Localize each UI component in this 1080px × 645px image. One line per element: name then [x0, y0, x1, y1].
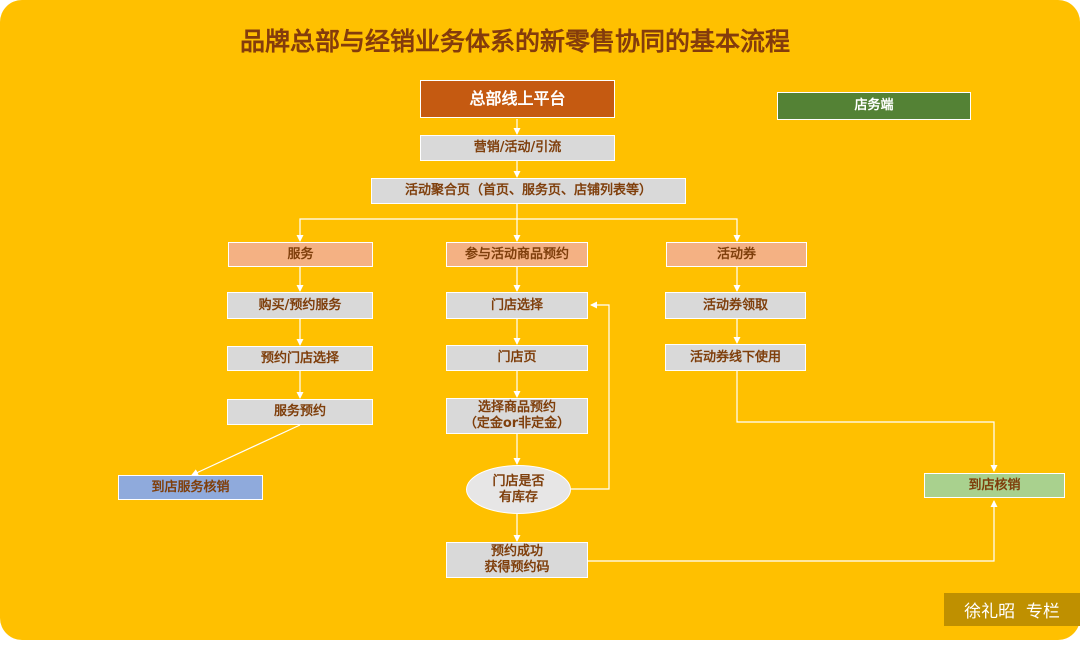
hq-platform-label: 总部线上平台	[469, 89, 566, 108]
store-page-label: 门店页	[497, 350, 537, 365]
diagram-title: 品牌总部与经销业务体系的新零售协同的基本流程	[239, 27, 790, 56]
aggregation-page-label: 活动聚合页（首页、服务页、店铺列表等）	[404, 183, 652, 198]
store-select-label: 门店选择	[490, 297, 543, 313]
coupon-step-label: 活动券线下使用	[689, 349, 781, 365]
service-step-label: 购买/预约服务	[258, 297, 342, 313]
coupon-step-label: 活动券领取	[702, 297, 768, 313]
stock-decision-label-2: 有库存	[498, 489, 538, 505]
service-step-node: 服务预约	[227, 399, 373, 425]
booking-success-label: 预约成功	[490, 544, 543, 559]
marketing-label: 营销/活动/引流	[473, 140, 562, 155]
coupon-step-node: 活动券领取	[665, 292, 806, 319]
booking-branch-head-label: 参与活动商品预约	[464, 246, 569, 262]
aggregation-page-node: 活动聚合页（首页、服务页、店铺列表等）	[371, 178, 686, 204]
booking-branch-head: 参与活动商品预约	[446, 242, 588, 267]
marketing-node: 营销/活动/引流	[420, 135, 615, 161]
arrow-service-to-end	[191, 424, 301, 476]
service-branch-head: 服务	[228, 242, 373, 267]
service-step-node: 预约门店选择	[227, 346, 373, 371]
author-column-badge: 徐礼昭 专栏	[944, 593, 1080, 626]
arrow-success-to-verify	[587, 500, 998, 562]
service-step-node: 购买/预约服务	[227, 292, 373, 319]
arrow-no-stock-loop	[570, 301, 610, 490]
booking-code-label: 获得预约码	[484, 560, 550, 575]
select-product-label: 选择商品预约	[477, 400, 556, 415]
branch-line-left	[296, 218, 517, 242]
author-column-label: 徐礼昭 专栏	[964, 602, 1060, 622]
store-verification-node: 到店核销	[924, 473, 1065, 498]
stock-decision-node: 门店是否 有库存	[466, 465, 571, 514]
store-page-node: 门店页	[446, 345, 588, 371]
arrow-coupon-to-verify	[736, 371, 998, 472]
service-step-label: 服务预约	[273, 404, 326, 419]
store-side-legend: 店务端	[777, 92, 971, 120]
service-verification-label: 到店服务核销	[151, 479, 230, 495]
coupon-branch-head-label: 活动券	[716, 246, 756, 262]
coupon-branch-head: 活动券	[666, 242, 807, 267]
select-product-node: 选择商品预约 （定金or非定金）	[446, 398, 588, 434]
hq-platform-node: 总部线上平台	[420, 80, 615, 118]
coupon-step-node: 活动券线下使用	[665, 344, 806, 371]
booking-success-node: 预约成功 获得预约码	[446, 542, 588, 578]
stock-decision-label: 门店是否	[492, 473, 545, 489]
service-step-label: 预约门店选择	[260, 350, 339, 366]
store-verification-label: 到店核销	[968, 477, 1021, 493]
branch-line-right	[517, 218, 741, 242]
service-verification-node: 到店服务核销	[118, 475, 263, 500]
service-branch-head-label: 服务	[287, 246, 314, 262]
store-select-node: 门店选择	[446, 292, 588, 319]
store-side-legend-label: 店务端	[854, 98, 894, 113]
deposit-option-label: （定金or非定金）	[463, 416, 571, 431]
